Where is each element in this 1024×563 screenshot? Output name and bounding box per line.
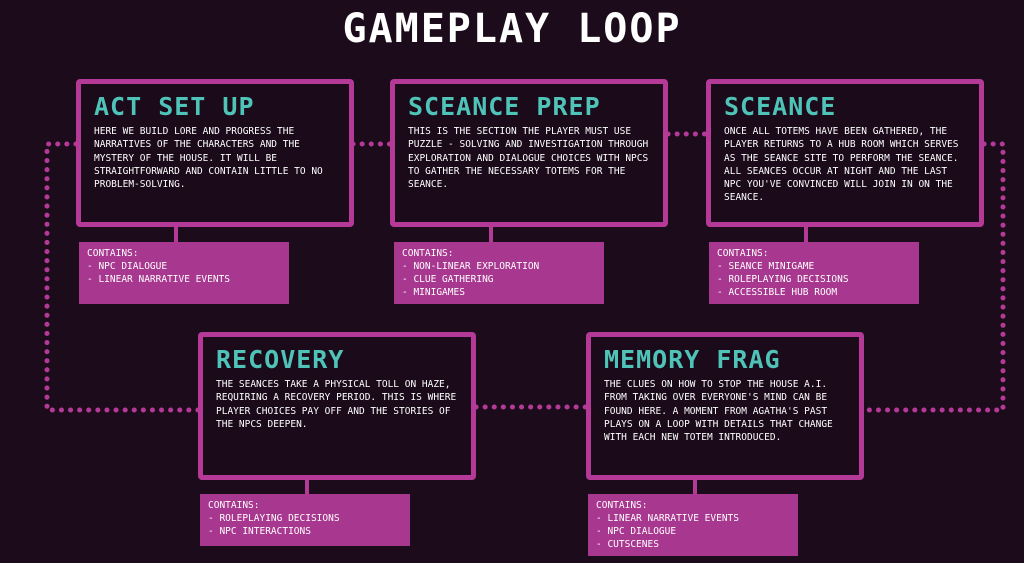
contains-box-sceance-prep: CONTAINS: - NON-LINEAR EXPLORATION - CLU… bbox=[394, 242, 604, 304]
stage-card-sceance: SCEANCE ONCE ALL TOTEMS HAVE BEEN GATHER… bbox=[706, 79, 984, 227]
card-connector bbox=[693, 480, 697, 495]
contains-box-recovery: CONTAINS: - ROLEPLAYING DECISIONS - NPC … bbox=[200, 494, 410, 546]
contains-box-sceance: CONTAINS: - SEANCE MINIGAME - ROLEPLAYIN… bbox=[709, 242, 919, 304]
stage-description: THE CLUES ON HOW TO STOP THE HOUSE A.I. … bbox=[604, 379, 833, 444]
stage-description: ONCE ALL TOTEMS HAVE BEEN GATHERED, THE … bbox=[724, 126, 959, 204]
contains-box-memory-frag: CONTAINS: - LINEAR NARRATIVE EVENTS - NP… bbox=[588, 494, 798, 556]
list-item: - LINEAR NARRATIVE EVENTS bbox=[596, 513, 739, 524]
contains-list: - SEANCE MINIGAME - ROLEPLAYING DECISION… bbox=[717, 260, 911, 299]
list-item: - CUTSCENES bbox=[596, 539, 659, 550]
stage-title: RECOVERY bbox=[216, 345, 345, 374]
contains-label: CONTAINS: bbox=[717, 248, 769, 259]
list-item: - ACCESSIBLE HUB ROOM bbox=[717, 287, 838, 298]
stage-title: MEMORY FRAG bbox=[604, 345, 781, 374]
list-item: - CLUE GATHERING bbox=[402, 274, 494, 285]
contains-label: CONTAINS: bbox=[208, 500, 260, 511]
stage-card-memory-frag: MEMORY FRAG THE CLUES ON HOW TO STOP THE… bbox=[586, 332, 864, 480]
list-item: - ROLEPLAYING DECISIONS bbox=[717, 274, 849, 285]
contains-list: - LINEAR NARRATIVE EVENTS - NPC DIALOGUE… bbox=[596, 512, 790, 551]
list-item: - NPC DIALOGUE bbox=[596, 526, 677, 537]
card-connector bbox=[804, 227, 808, 243]
list-item: - SEANCE MINIGAME bbox=[717, 261, 815, 272]
stage-card-recovery: RECOVERY THE SEANCES TAKE A PHYSICAL TOL… bbox=[198, 332, 476, 480]
contains-box-act-set-up: CONTAINS: - NPC DIALOGUE - LINEAR NARRAT… bbox=[79, 242, 289, 304]
contains-label: CONTAINS: bbox=[87, 248, 139, 259]
stage-description: THIS IS THE SECTION THE PLAYER MUST USE … bbox=[408, 126, 649, 191]
stage-description: THE SEANCES TAKE A PHYSICAL TOLL ON HAZE… bbox=[216, 379, 457, 430]
list-item: - NON-LINEAR EXPLORATION bbox=[402, 261, 540, 272]
contains-list: - ROLEPLAYING DECISIONS - NPC INTERACTIO… bbox=[208, 512, 402, 538]
stage-title: ACT SET UP bbox=[94, 92, 255, 121]
stage-title: SCEANCE PREP bbox=[408, 92, 601, 121]
list-item: - MINIGAMES bbox=[402, 287, 465, 298]
list-item: - NPC INTERACTIONS bbox=[208, 526, 311, 537]
diagram-title: GAMEPLAY LOOP bbox=[342, 6, 682, 52]
contains-list: - NON-LINEAR EXPLORATION - CLUE GATHERIN… bbox=[402, 260, 596, 299]
contains-label: CONTAINS: bbox=[596, 500, 648, 511]
loop-path-left bbox=[44, 141, 203, 413]
card-connector bbox=[174, 227, 178, 243]
list-item: - ROLEPLAYING DECISIONS bbox=[208, 513, 340, 524]
card-connector bbox=[489, 227, 493, 243]
contains-label: CONTAINS: bbox=[402, 248, 454, 259]
card-connector bbox=[305, 480, 309, 495]
stage-card-act-set-up: ACT SET UP HERE WE BUILD LORE AND PROGRE… bbox=[76, 79, 354, 227]
stage-card-sceance-prep: SCEANCE PREP THIS IS THE SECTION THE PLA… bbox=[390, 79, 668, 227]
contains-list: - NPC DIALOGUE - LINEAR NARRATIVE EVENTS bbox=[87, 260, 281, 286]
loop-path-right bbox=[859, 141, 1006, 413]
stage-description: HERE WE BUILD LORE AND PROGRESS THE NARR… bbox=[94, 126, 323, 191]
list-item: - LINEAR NARRATIVE EVENTS bbox=[87, 274, 230, 285]
list-item: - NPC DIALOGUE bbox=[87, 261, 168, 272]
stage-title: SCEANCE bbox=[724, 92, 837, 121]
